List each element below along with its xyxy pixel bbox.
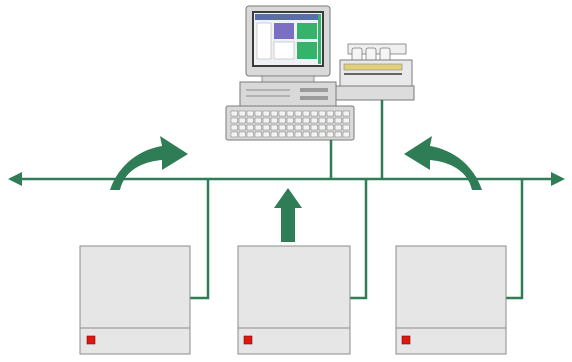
keyboard-key bbox=[262, 124, 270, 131]
device-unit-right bbox=[395, 245, 507, 355]
keyboard-key bbox=[326, 131, 334, 138]
keyboard-key bbox=[286, 124, 294, 131]
keyboard-key bbox=[302, 124, 310, 131]
keyboard-key bbox=[286, 131, 294, 138]
keyboard-key bbox=[254, 131, 262, 138]
keyboard-key bbox=[294, 117, 302, 124]
keyboard-key bbox=[262, 110, 270, 117]
straight-arrow-center bbox=[274, 188, 302, 242]
keyboard-key bbox=[342, 110, 350, 117]
keyboard-key bbox=[286, 117, 294, 124]
screen-content bbox=[255, 14, 321, 64]
keyboard-key bbox=[310, 124, 318, 131]
curved-arrow-left bbox=[110, 136, 188, 190]
keyboard-key bbox=[310, 117, 318, 124]
system-unit bbox=[239, 81, 337, 107]
keyboard-key bbox=[238, 110, 246, 117]
keyboard-key bbox=[326, 110, 334, 117]
keyboard-key bbox=[270, 131, 278, 138]
connections bbox=[190, 100, 524, 300]
keyboard-key bbox=[326, 117, 334, 124]
keyboard-key bbox=[246, 117, 254, 124]
keyboard-key bbox=[246, 124, 254, 131]
bus-arrowhead-right bbox=[551, 172, 565, 186]
curved-arrow-right bbox=[404, 136, 482, 190]
keyboard-key bbox=[286, 110, 294, 117]
device-unit-center bbox=[237, 245, 351, 355]
keyboard-key bbox=[238, 131, 246, 138]
keyboard-key bbox=[294, 124, 302, 131]
indicator-light-right bbox=[401, 335, 411, 345]
printer-icon bbox=[335, 43, 415, 101]
keyboard-key bbox=[342, 131, 350, 138]
keyboard-key bbox=[310, 110, 318, 117]
keyboard-key bbox=[238, 117, 246, 124]
keyboard-key bbox=[278, 131, 286, 138]
workstation bbox=[225, 5, 355, 141]
keyboard-key bbox=[294, 131, 302, 138]
keyboard-key bbox=[238, 124, 246, 131]
keyboard-key bbox=[334, 117, 342, 124]
device-unit-left bbox=[79, 245, 191, 355]
keyboard-key bbox=[334, 110, 342, 117]
keyboard-key bbox=[318, 110, 326, 117]
keyboard-key bbox=[302, 117, 310, 124]
keyboard-key bbox=[342, 124, 350, 131]
keyboard-key bbox=[302, 110, 310, 117]
indicator-light-left bbox=[86, 335, 96, 345]
keyboard-key bbox=[318, 117, 326, 124]
keyboard-key bbox=[334, 131, 342, 138]
keyboard-keys bbox=[230, 110, 350, 138]
keyboard-key bbox=[262, 117, 270, 124]
keyboard-key bbox=[254, 124, 262, 131]
keyboard bbox=[225, 105, 355, 141]
bus-arrowhead-left bbox=[8, 172, 22, 186]
keyboard-key bbox=[230, 124, 238, 131]
keyboard-key bbox=[318, 131, 326, 138]
keyboard-key bbox=[230, 131, 238, 138]
keyboard-key bbox=[230, 117, 238, 124]
keyboard-key bbox=[270, 117, 278, 124]
keyboard-key bbox=[270, 124, 278, 131]
keyboard-key bbox=[294, 110, 302, 117]
keyboard-key bbox=[230, 110, 238, 117]
keyboard-key bbox=[278, 124, 286, 131]
keyboard-key bbox=[246, 110, 254, 117]
keyboard-key bbox=[278, 117, 286, 124]
keyboard-key bbox=[262, 131, 270, 138]
keyboard-key bbox=[334, 124, 342, 131]
keyboard-key bbox=[270, 110, 278, 117]
keyboard-key bbox=[342, 117, 350, 124]
keyboard-key bbox=[254, 117, 262, 124]
monitor bbox=[245, 5, 331, 83]
keyboard-key bbox=[246, 131, 254, 138]
keyboard-key bbox=[302, 131, 310, 138]
indicator-light-center bbox=[243, 335, 253, 345]
network-bus bbox=[8, 172, 565, 186]
keyboard-key bbox=[278, 110, 286, 117]
keyboard-key bbox=[326, 124, 334, 131]
keyboard-key bbox=[254, 110, 262, 117]
keyboard-key bbox=[318, 124, 326, 131]
keyboard-key bbox=[310, 131, 318, 138]
